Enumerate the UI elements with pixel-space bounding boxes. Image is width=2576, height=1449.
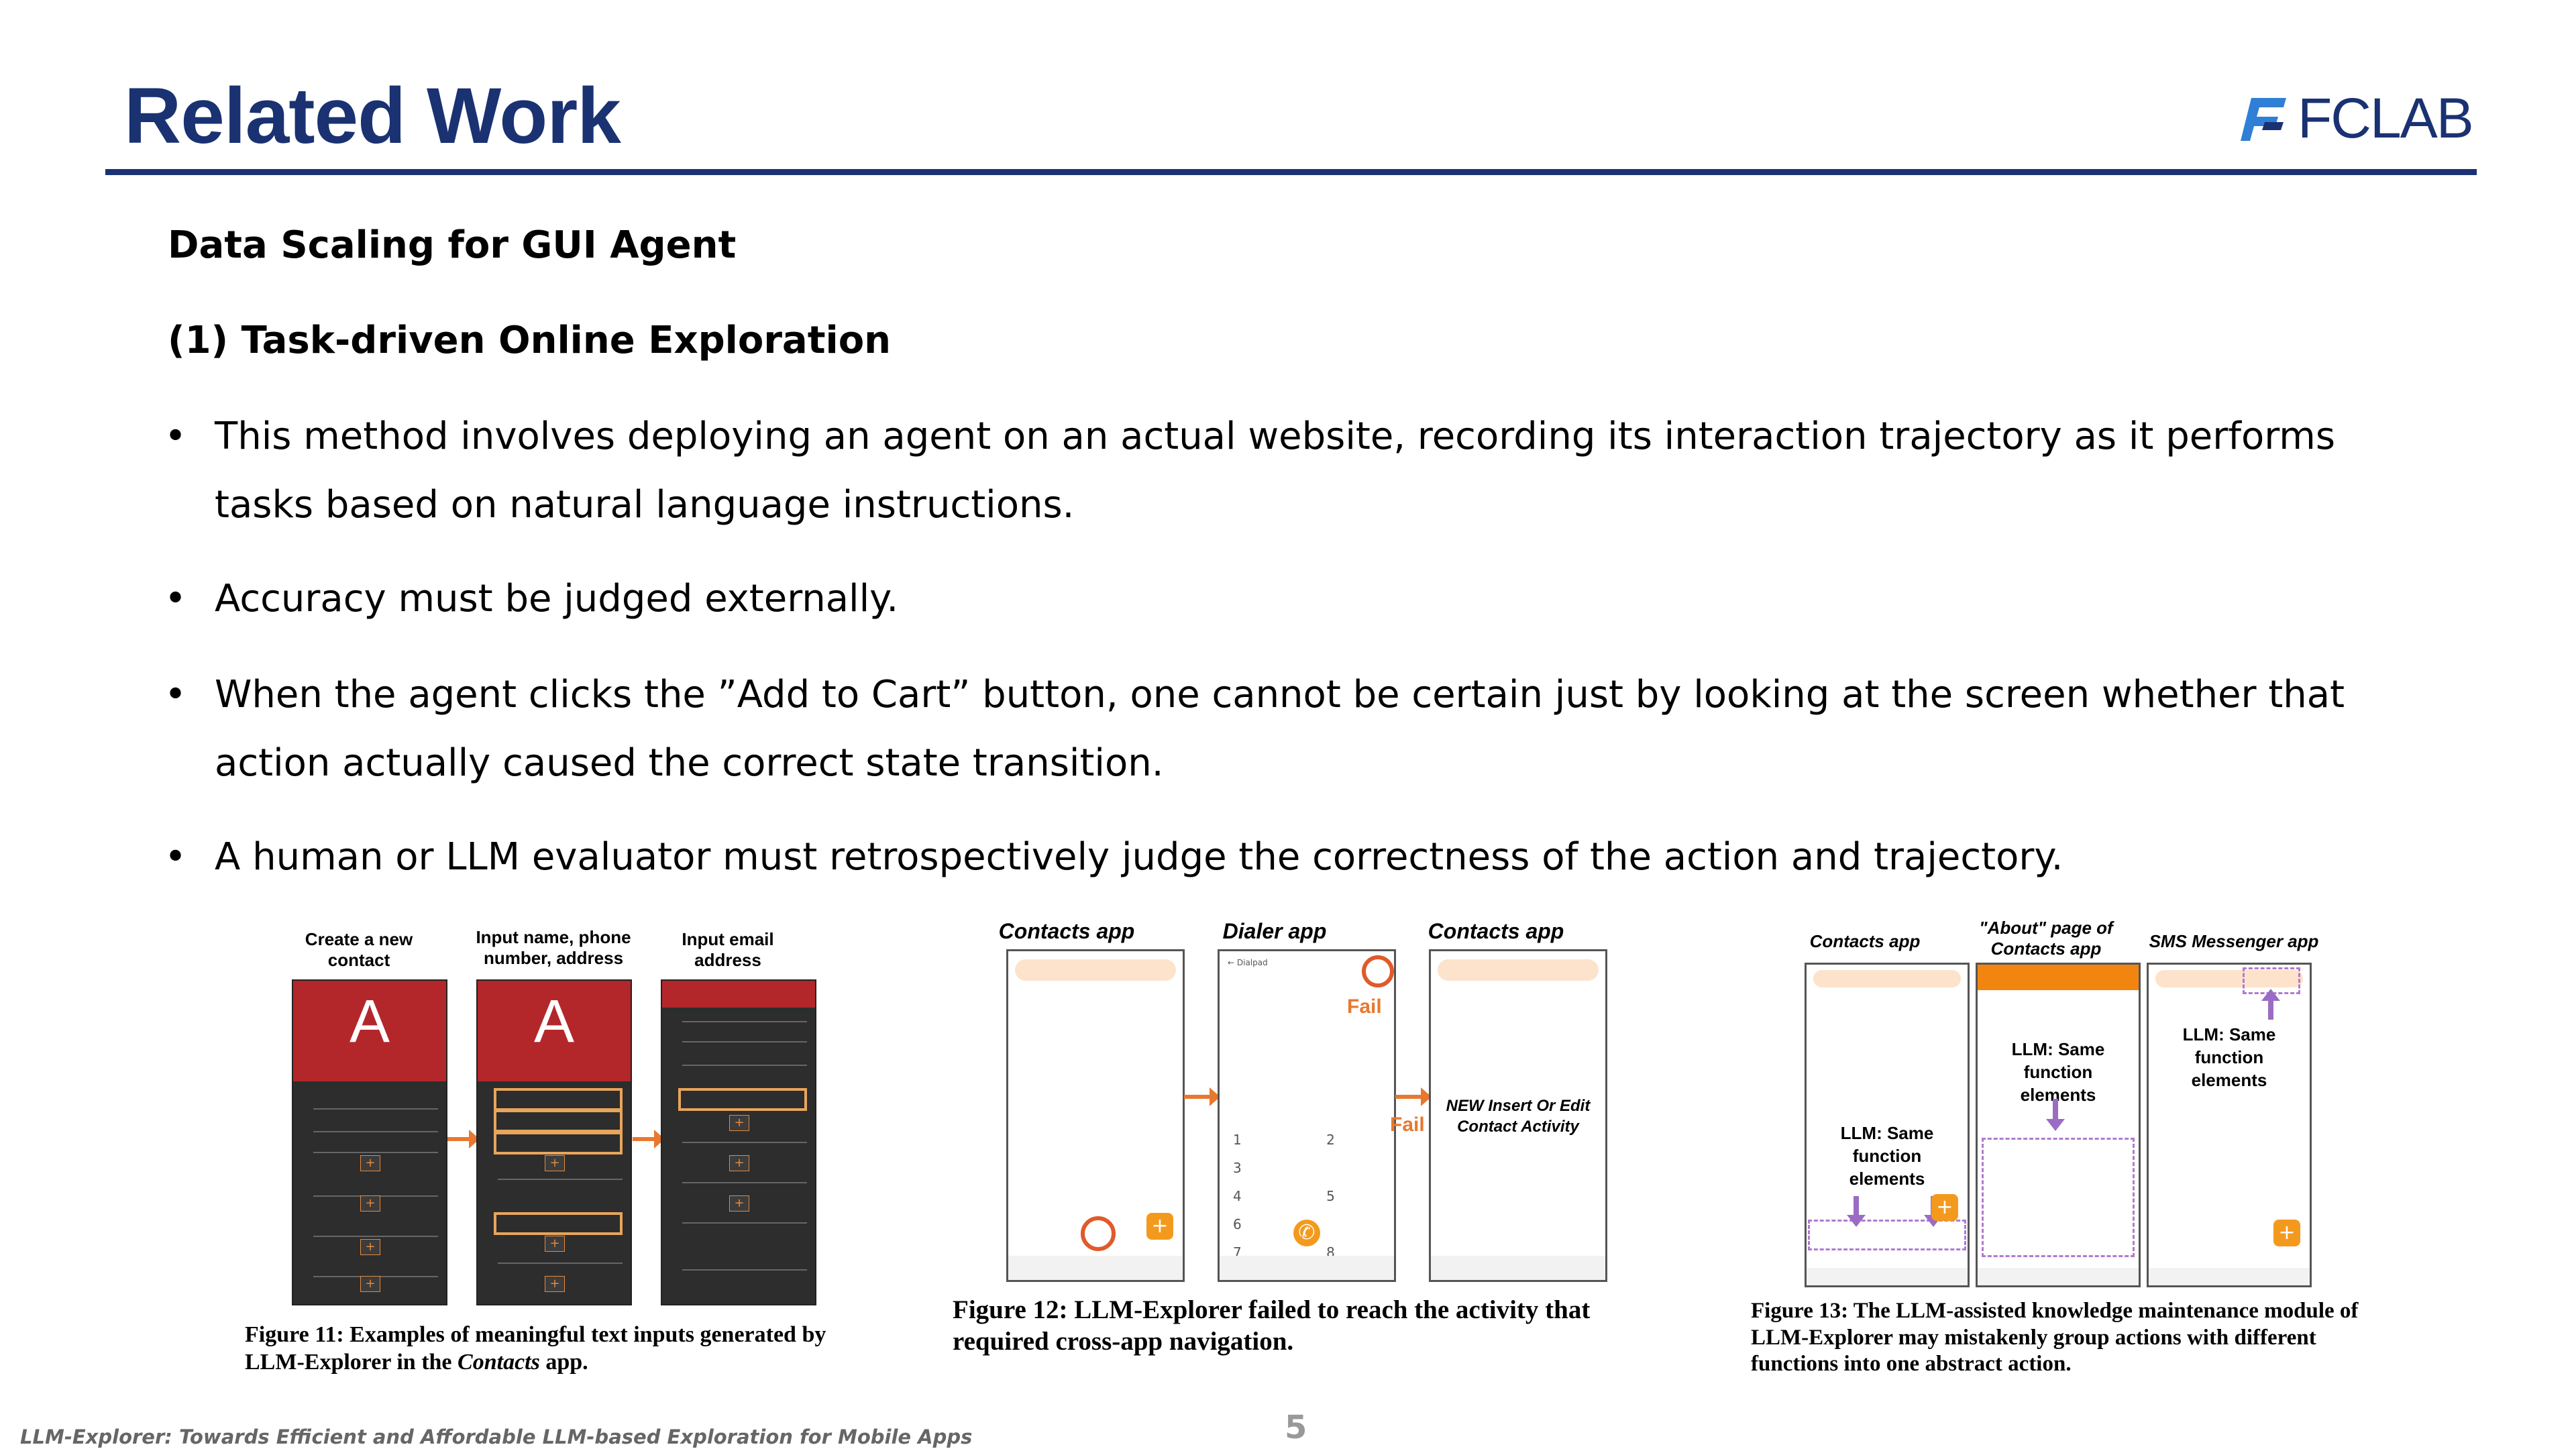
figure-12: Contacts app Dialer app Contacts app + ←… [953, 912, 1690, 1382]
phone-screenshot: LLM: Same function elements + [2147, 963, 2312, 1287]
flow-arrow [447, 1130, 480, 1148]
llm-note: LLM: Same function elements [2182, 1024, 2276, 1090]
section-title: Data Scaling for GUI Agent [168, 223, 737, 267]
contact-avatar: A [533, 988, 575, 1055]
fail-label: Fail [1390, 1114, 1425, 1136]
flow-arrow [1395, 1087, 1432, 1106]
figure-13-label: Contacts app [1809, 931, 1921, 951]
fail-label: Fail [1347, 996, 1382, 1018]
figure-12-label: Dialer app [1222, 919, 1327, 943]
figure-11-label: Input email address [682, 929, 774, 970]
figure-12-label: Contacts app [998, 919, 1135, 943]
page-number: 5 [1285, 1409, 1307, 1446]
logo-text: FCLAB [2298, 87, 2474, 150]
figure-12-label: Contacts app [1428, 919, 1564, 943]
figure-12-caption: Figure 12: LLM-Explorer failed to reach … [953, 1295, 1591, 1356]
figure-11-label: Create a new contact [305, 929, 413, 970]
bullet-dot: • [164, 577, 187, 621]
caption-app-name: Contacts [458, 1349, 540, 1375]
phone-screenshot: A + + + [476, 979, 632, 1305]
caption-text: app. [539, 1349, 588, 1375]
bullet-text: A human or LLM evaluator must retrospect… [215, 835, 2063, 879]
llm-note: LLM: Same function elements [2011, 1039, 2105, 1105]
phone-screenshot: LLM: Same function elements + [1805, 963, 1970, 1287]
subsection-title: (1) Task-driven Online Exploration [168, 319, 892, 362]
flow-arrow [1184, 1087, 1220, 1106]
bullet-text: Accuracy must be judged externally. [215, 577, 899, 621]
contact-avatar: A [349, 988, 390, 1055]
phone-screenshot: LLM: Same function elements [1976, 963, 2141, 1287]
bullet-dot: • [164, 673, 187, 716]
bullet-text: When the agent clicks the ”Add to Cart” … [215, 673, 2345, 785]
bullet-dot: • [164, 835, 187, 879]
phone-screenshot: + [1006, 949, 1185, 1282]
phone-screenshot: + + + [661, 979, 816, 1305]
slide-title: Related Work [124, 72, 621, 160]
bullet-text: This method involves deploying an agent … [215, 415, 2335, 527]
phone-screenshot: ← Dialpad Fail 1 2 34 5 67 8 9* 0 # ✆ [1218, 949, 1396, 1282]
new-activity-label: NEW Insert Or Edit Contact Activity [1446, 1097, 1591, 1136]
figure-13-label: "About" page of Contacts app [1979, 918, 2113, 959]
figure-13: Contacts app "About" page of Contacts ap… [1744, 912, 2415, 1382]
figure-13-caption: Figure 13: The LLM-assisted knowledge ma… [1751, 1299, 2359, 1377]
phone-screenshot: NEW Insert Or Edit Contact Activity [1429, 949, 1607, 1282]
bullet-dot: • [164, 415, 187, 458]
phone-screenshot: A + + + + [292, 979, 447, 1305]
figure-11-label: Input name, phone number, address [476, 927, 631, 968]
fclab-logo-icon [2241, 98, 2286, 141]
flow-arrow [633, 1130, 665, 1148]
llm-note: LLM: Same function elements [1840, 1123, 1934, 1189]
fclab-logo: FCLAB [2234, 86, 2475, 150]
caption-text: Figure 11: Examples of meaningful text i… [245, 1322, 826, 1375]
figure-13-label: SMS Messenger app [2149, 931, 2319, 951]
figure-11-caption: Figure 11: Examples of meaningful text i… [245, 1322, 889, 1377]
figure-11: Create a new contact Input name, phone n… [238, 919, 896, 1389]
title-divider [105, 169, 2477, 175]
footer-citation: LLM-Explorer: Towards Efficient and Affo… [20, 1426, 973, 1448]
